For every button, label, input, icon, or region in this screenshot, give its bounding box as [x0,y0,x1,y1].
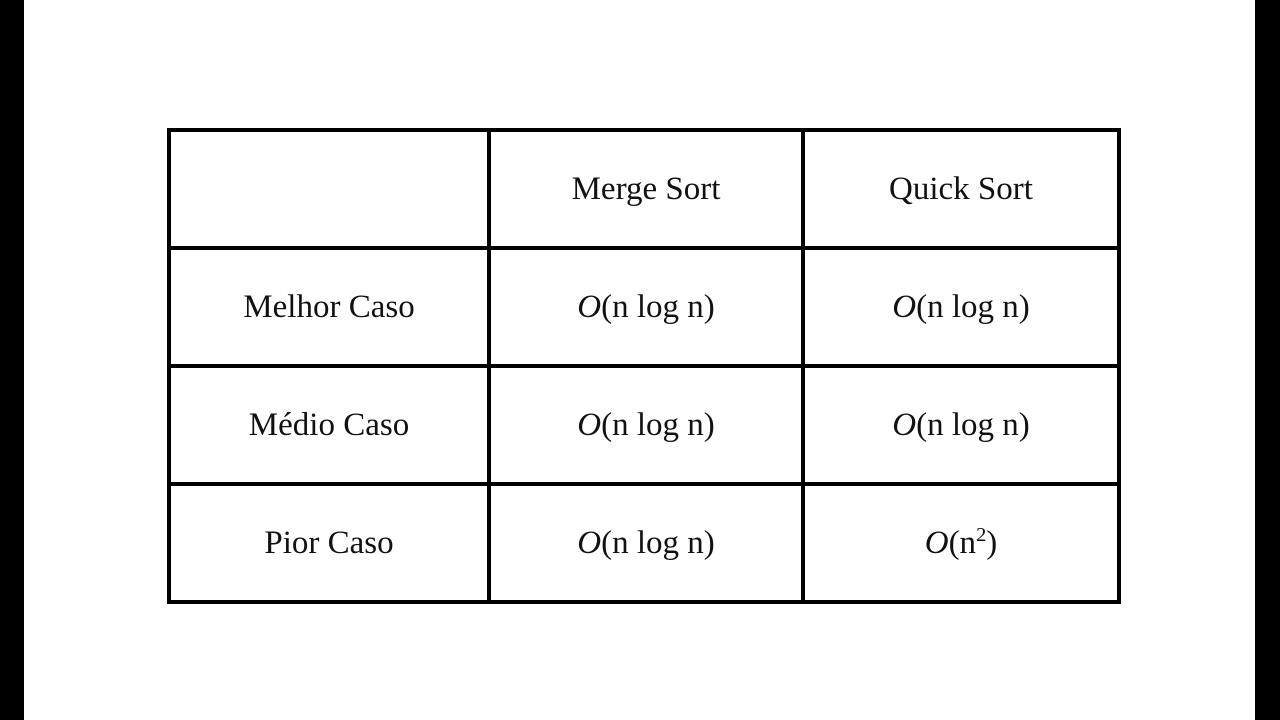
letterbox-bar-right [1255,0,1280,720]
cell-melhor-quick: O(n log n) [801,246,1121,368]
bigo-symbol: O [577,406,602,443]
bigo-expression: (n log n) [601,406,715,443]
table-corner-cell [167,128,491,250]
row-header-pior-caso: Pior Caso [167,482,491,604]
table-header-row: Merge Sort Quick Sort [167,128,1121,250]
bigo-exponent: 2 [976,523,987,546]
letterbox-bar-left [0,0,24,720]
cell-medio-quick: O(n log n) [801,364,1121,486]
cell-melhor-merge: O(n log n) [487,246,805,368]
table-row: Pior Caso O(n log n) O(n2) [167,482,1121,604]
complexity-table-container: Merge Sort Quick Sort Melhor Caso O(n lo… [167,128,1121,604]
bigo-expression: (n log n) [916,288,1030,325]
bigo-expression: (n log n) [916,406,1030,443]
cell-medio-merge: O(n log n) [487,364,805,486]
bigo-expression: (n [948,524,977,561]
bigo-symbol: O [892,406,917,443]
bigo-expression: (n log n) [601,524,715,561]
table-row: Melhor Caso O(n log n) O(n log n) [167,246,1121,368]
cell-pior-quick: O(n2) [801,482,1121,604]
bigo-symbol: O [577,288,602,325]
bigo-symbol: O [924,524,949,561]
row-header-melhor-caso: Melhor Caso [167,246,491,368]
bigo-symbol: O [892,288,917,325]
table-row: Médio Caso O(n log n) O(n log n) [167,364,1121,486]
bigo-symbol: O [577,524,602,561]
cell-pior-merge: O(n log n) [487,482,805,604]
bigo-expression-tail: ) [986,524,998,561]
bigo-expression: (n log n) [601,288,715,325]
column-header-merge-sort: Merge Sort [487,128,805,250]
row-header-medio-caso: Médio Caso [167,364,491,486]
column-header-quick-sort: Quick Sort [801,128,1121,250]
complexity-table: Merge Sort Quick Sort Melhor Caso O(n lo… [167,128,1121,604]
